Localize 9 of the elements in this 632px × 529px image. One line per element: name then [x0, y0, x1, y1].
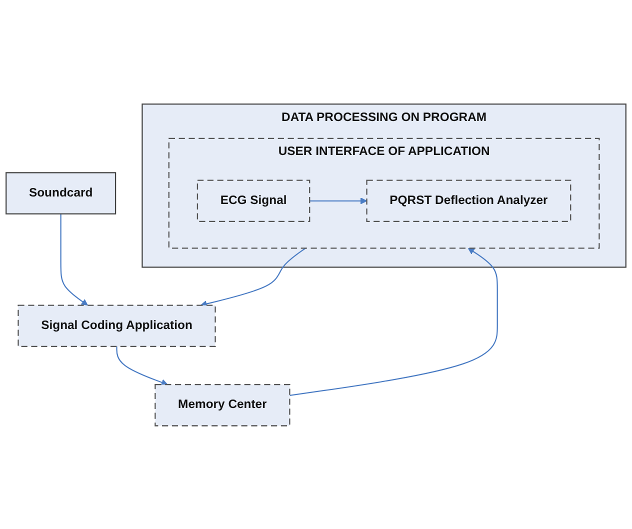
- node-box: PQRST Deflection Analyzer: [366, 179, 572, 222]
- arrow: [60, 213, 88, 306]
- arrow: [310, 197, 368, 204]
- arrow: [116, 346, 168, 386]
- node-box: Memory Center: [154, 384, 290, 426]
- arrow: [290, 247, 498, 396]
- node-box: Signal Coding Application: [18, 304, 216, 347]
- node-box: Soundcard: [6, 172, 116, 214]
- node-box: ECG Signal: [196, 179, 310, 222]
